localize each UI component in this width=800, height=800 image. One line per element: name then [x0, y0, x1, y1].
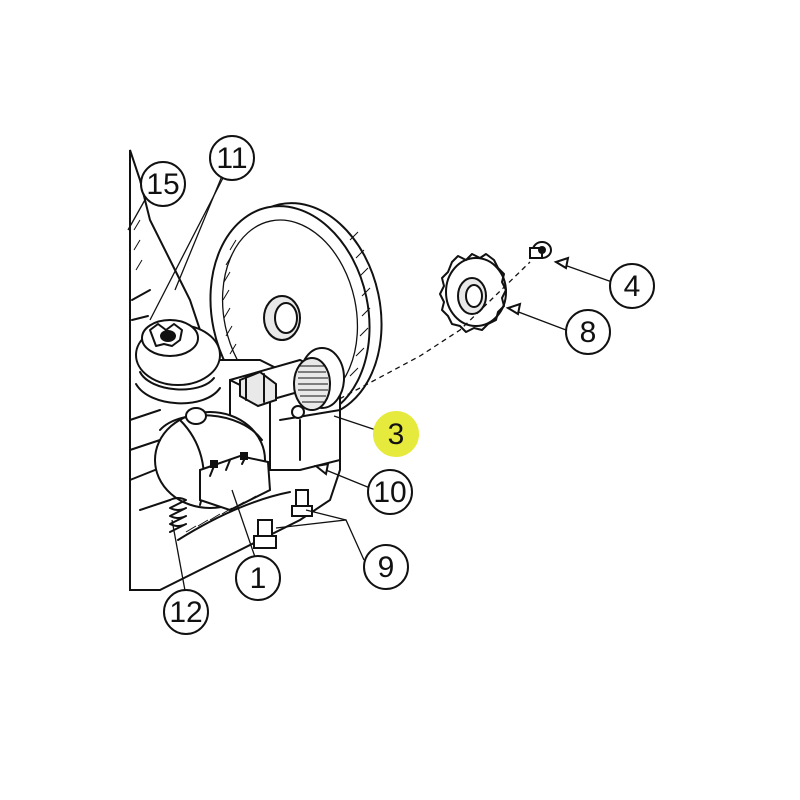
- callout-9: 9: [363, 544, 409, 590]
- callout-4: 4: [609, 263, 655, 309]
- callout-number: 12: [169, 596, 202, 629]
- callout-number: 1: [250, 562, 267, 595]
- callout-circle: [363, 544, 409, 590]
- callout-10: 10: [367, 469, 413, 515]
- small-screw: [529, 241, 552, 259]
- assembly-axis: [299, 261, 531, 421]
- callout-11: 11: [209, 135, 255, 181]
- callout-12: 12: [163, 589, 209, 635]
- callout-8: 8: [565, 309, 611, 355]
- callout-circle: [235, 555, 281, 601]
- callout-circle: [373, 411, 419, 457]
- callout-number: 4: [624, 270, 641, 303]
- callout-1: 1: [235, 555, 281, 601]
- callout-circle: [209, 135, 255, 181]
- leader-lines: [127, 175, 613, 597]
- callout-number: 10: [373, 476, 406, 509]
- callout-number: 9: [378, 551, 395, 584]
- callout-number: 11: [216, 142, 247, 175]
- line-art: [127, 149, 613, 597]
- callout-circle: [140, 161, 186, 207]
- callout-number: 15: [146, 168, 179, 201]
- callout-circle: [609, 263, 655, 309]
- callout-3: 3: [373, 411, 419, 457]
- callout-number: 8: [580, 316, 597, 349]
- callout-circle: [163, 589, 209, 635]
- callout-15: 15: [140, 161, 186, 207]
- callout-circle: [367, 469, 413, 515]
- callout-circle: [565, 309, 611, 355]
- small-gear: [439, 253, 507, 333]
- callouts: 15 11 48 3 10 9 1 12: [140, 135, 655, 635]
- callout-number: 3: [388, 418, 405, 451]
- gearbox-housing: [129, 149, 345, 591]
